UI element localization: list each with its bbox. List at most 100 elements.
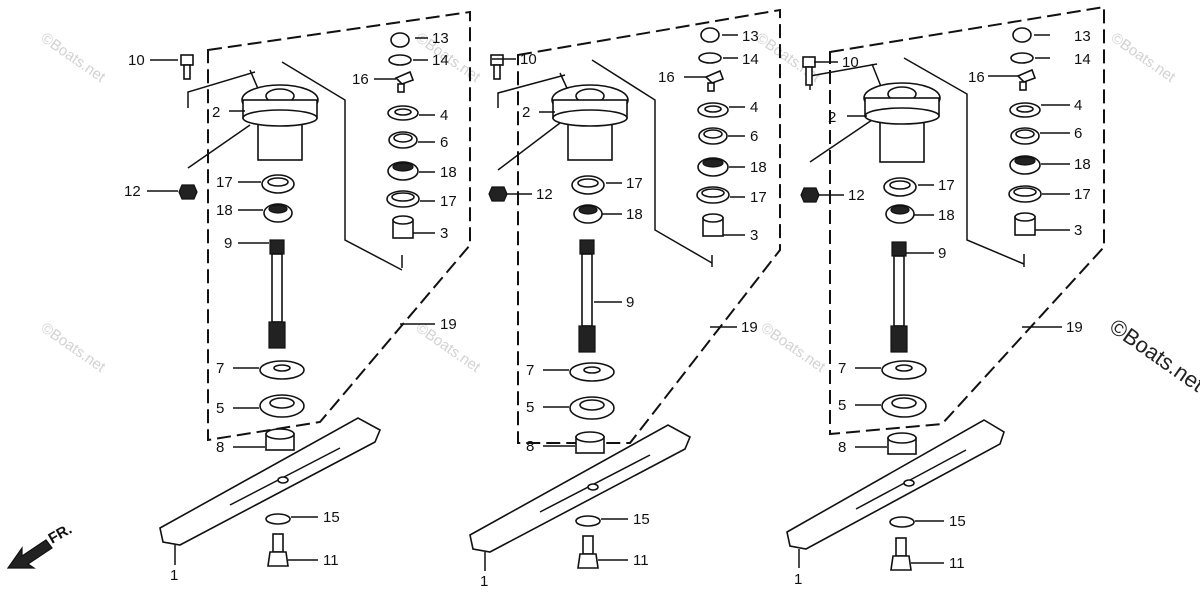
callout-label: 4 [750, 99, 758, 116]
callout-label: 19 [1066, 319, 1083, 336]
watermark-text: ©Boats.net [1108, 29, 1179, 86]
shaft-9 [890, 241, 908, 353]
housing-flange-bottom [242, 109, 318, 127]
blade-1 [469, 424, 692, 553]
callout-label: 19 [440, 316, 457, 333]
grease-fitting-16 [394, 70, 415, 93]
race-17 [261, 174, 295, 194]
washer-14 [698, 52, 722, 64]
watermark-text: ©Boats.net [758, 319, 829, 376]
hub-5 [259, 394, 305, 418]
callout-label: 8 [838, 439, 846, 456]
grease-fitting-16 [704, 69, 725, 92]
watermark-text-large: ©Boats.net [1105, 314, 1200, 397]
seal-4 [1009, 102, 1041, 118]
callout-label: 9 [224, 235, 232, 252]
washer-7 [259, 360, 305, 380]
race-17 [1008, 185, 1042, 203]
assembly-frame [207, 10, 471, 442]
bearing-18 [1009, 155, 1041, 175]
front-label: FR. [46, 521, 75, 548]
callout-label: 10 [842, 54, 859, 71]
callout-label: 14 [742, 51, 759, 68]
callout-label: 12 [124, 183, 141, 200]
callout-label: 4 [440, 107, 448, 124]
bolt-11 [267, 533, 289, 567]
bracket-line [591, 59, 713, 264]
bracket-line [497, 74, 566, 108]
blade-1 [159, 417, 382, 546]
nut-12 [178, 184, 198, 200]
assembly-c: 13 14 10 16 2 4 6 18 12 17 17 18 3 9 19 … [786, 5, 1105, 588]
callout-labels: 13 14 10 16 2 4 6 18 12 17 17 18 3 9 19 … [124, 30, 457, 584]
callout-label: 11 [323, 552, 339, 569]
callout-label: 15 [633, 511, 650, 528]
assembly-frame [517, 8, 781, 444]
callout-label: 18 [440, 164, 457, 181]
callout-label: 16 [352, 71, 369, 88]
callout-label: 12 [848, 187, 865, 204]
spacer-8 [575, 431, 605, 454]
washer-7 [881, 360, 927, 380]
callout-label: 18 [1074, 156, 1091, 173]
bolt-10 [180, 54, 194, 80]
callout-label: 13 [432, 30, 449, 47]
callout-label: 16 [968, 69, 985, 86]
callout-label: 8 [216, 439, 224, 456]
callout-label: 5 [216, 400, 224, 417]
race-17 [386, 190, 420, 208]
bracket-line [187, 71, 256, 108]
bearing-18 [697, 157, 729, 177]
blade-1 [786, 419, 1005, 550]
spindle-housing [551, 84, 629, 161]
leader-lines [798, 34, 1070, 568]
leader-lines [484, 34, 745, 571]
collar-6 [388, 131, 418, 149]
callout-label: 18 [750, 159, 767, 176]
assembly-a: 13 14 10 16 2 4 6 18 12 17 17 18 3 9 19 … [124, 10, 471, 584]
seal-4 [387, 105, 419, 121]
washer-15 [265, 513, 291, 525]
callout-label: 9 [938, 245, 946, 262]
nut-12 [800, 187, 820, 203]
callout-label: 5 [526, 399, 534, 416]
callout-label: 18 [938, 207, 955, 224]
callout-label: 6 [1074, 125, 1082, 142]
washer-15 [575, 515, 601, 527]
sleeve-3 [702, 213, 724, 237]
callout-label: 4 [1074, 97, 1082, 114]
callout-label: 2 [522, 104, 530, 121]
callout-label: 5 [838, 397, 846, 414]
callout-label: 6 [750, 128, 758, 145]
callout-label: 1 [794, 571, 802, 588]
spindle-housing [241, 84, 319, 161]
callout-label: 18 [626, 206, 643, 223]
collar-6 [698, 127, 728, 145]
bracket-line [187, 124, 251, 169]
callout-label: 13 [742, 28, 759, 45]
hub-5 [881, 394, 927, 418]
spindle-housing [863, 82, 941, 163]
callout-label: 1 [480, 573, 488, 590]
washer-7 [569, 362, 615, 382]
washer-14 [388, 54, 412, 66]
watermark-text: ©Boats.net [38, 29, 109, 86]
bolt-10 [490, 54, 504, 80]
housing-body [257, 121, 303, 161]
grease-fitting-16 [1016, 68, 1037, 91]
hub-5 [569, 396, 615, 420]
callout-label: 1 [170, 567, 178, 584]
assembly-b: 13 14 10 16 2 4 6 18 12 17 17 18 3 9 19 … [469, 8, 781, 590]
callout-label: 16 [658, 69, 675, 86]
race-17 [571, 175, 605, 195]
collar-6 [1010, 127, 1040, 145]
callout-label: 17 [1074, 186, 1091, 203]
nut-13 [1012, 27, 1032, 43]
bracket-line [281, 61, 403, 271]
callout-label: 2 [828, 109, 836, 126]
callout-label: 9 [626, 294, 634, 311]
callout-label: 7 [526, 362, 534, 379]
callout-label: 14 [432, 52, 449, 69]
